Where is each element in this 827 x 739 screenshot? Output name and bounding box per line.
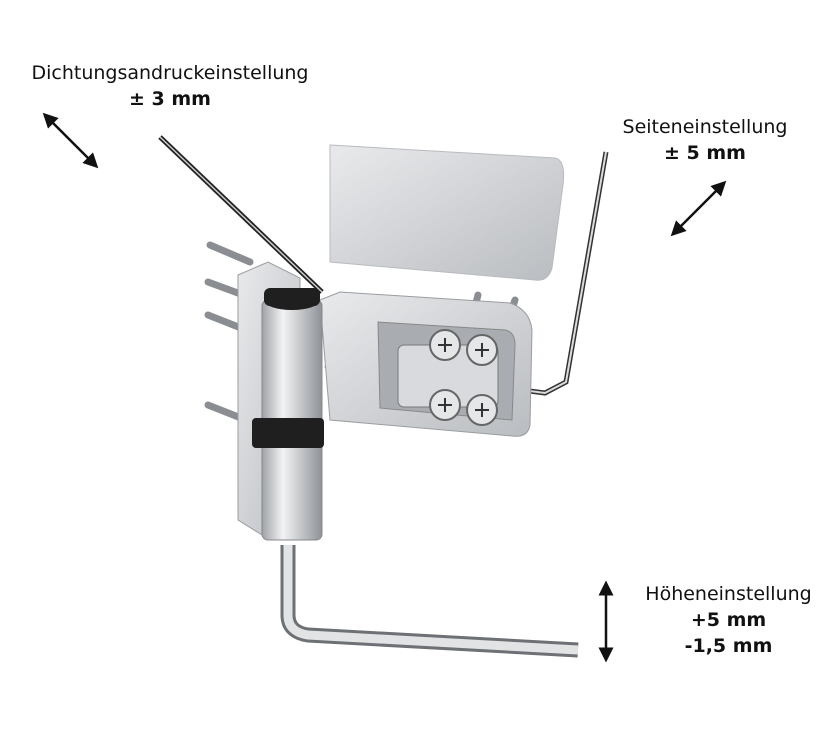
cover-cap (329, 144, 565, 281)
hinge-barrel (252, 288, 324, 541)
seal-adjustment-title: Dichtungsandruckeinstellung (31, 62, 309, 84)
height-adjustment-value-down: -1,5 mm (684, 635, 773, 657)
side-adjustment-title: Seiteneinstellung (622, 116, 788, 138)
side-adjustment-label: Seiteneinstellung ± 5 mm (600, 114, 810, 166)
height-adjustment-value-up: +5 mm (690, 609, 767, 631)
height-adjustment-label: Höheneinstellung +5 mm -1,5 mm (630, 581, 827, 659)
height-adjustment-title: Höheneinstellung (645, 583, 812, 605)
hex-key-seal (158, 135, 324, 294)
hex-key-height (280, 545, 579, 658)
side-adjust-arrow (670, 180, 727, 237)
side-adjustment-value: ± 5 mm (664, 142, 746, 164)
adjust-screws (429, 329, 498, 426)
seal-adjustment-label: Dichtungsandruckeinstellung ± 3 mm (0, 60, 340, 112)
seal-adjust-arrow (42, 112, 99, 169)
seal-adjustment-value: ± 3 mm (129, 88, 211, 110)
